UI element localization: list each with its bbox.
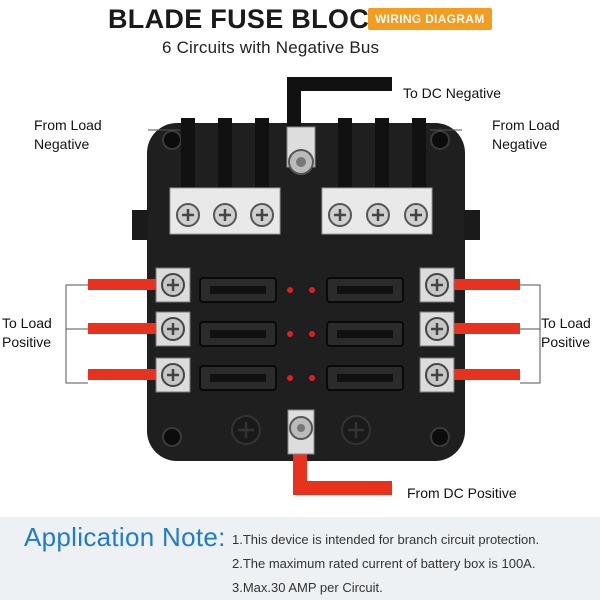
indicator-leds — [287, 287, 315, 381]
terminals-left — [155, 267, 191, 393]
fuse-slot-inner — [210, 286, 393, 382]
label-load-positive-right-1: To Load — [541, 315, 591, 331]
terminals-right — [419, 267, 455, 393]
label-to-dc-negative: To DC Negative — [403, 85, 502, 101]
note-line-1: 1.This device is intended for branch cir… — [232, 532, 540, 547]
mount-hole-icon — [162, 130, 182, 150]
label-load-negative-left-1: From Load — [34, 117, 102, 133]
mount-hole-icon — [430, 427, 450, 447]
bracket-lines — [65, 129, 541, 384]
label-load-negative-left-2: Negative — [34, 136, 90, 152]
mount-hole-icon — [430, 130, 450, 150]
application-note-panel — [0, 517, 600, 600]
label-from-dc-positive: From DC Positive — [407, 485, 517, 501]
busbar-screws — [176, 203, 428, 227]
dc-negative-wire — [287, 77, 392, 128]
load-positive-wires-right — [454, 279, 520, 380]
page-title: BLADE FUSE BLOCK — [108, 4, 389, 34]
note-line-3: 3.Max.30 AMP per Circuit. — [232, 580, 383, 595]
label-load-negative-right-1: From Load — [492, 117, 560, 133]
dc-positive-wire — [293, 448, 392, 495]
fuse-block-diagram — [65, 77, 541, 495]
fuse-slots — [199, 277, 404, 391]
note-line-2: 2.The maximum rated current of battery b… — [232, 556, 536, 571]
label-load-positive-right-2: Positive — [541, 334, 591, 350]
page-subtitle: 6 Circuits with Negative Bus — [162, 38, 380, 57]
wiring-diagram-badge: WIRING DIAGRAM — [368, 8, 492, 30]
label-load-positive-left-2: Positive — [2, 334, 52, 350]
load-positive-wires-left — [88, 279, 160, 380]
label-load-positive-left-1: To Load — [2, 315, 52, 331]
load-negative-wires — [181, 118, 426, 198]
label-load-negative-right-2: Negative — [492, 136, 548, 152]
mount-hole-icon — [162, 427, 182, 447]
application-note-title: Application Note: — [24, 522, 226, 552]
